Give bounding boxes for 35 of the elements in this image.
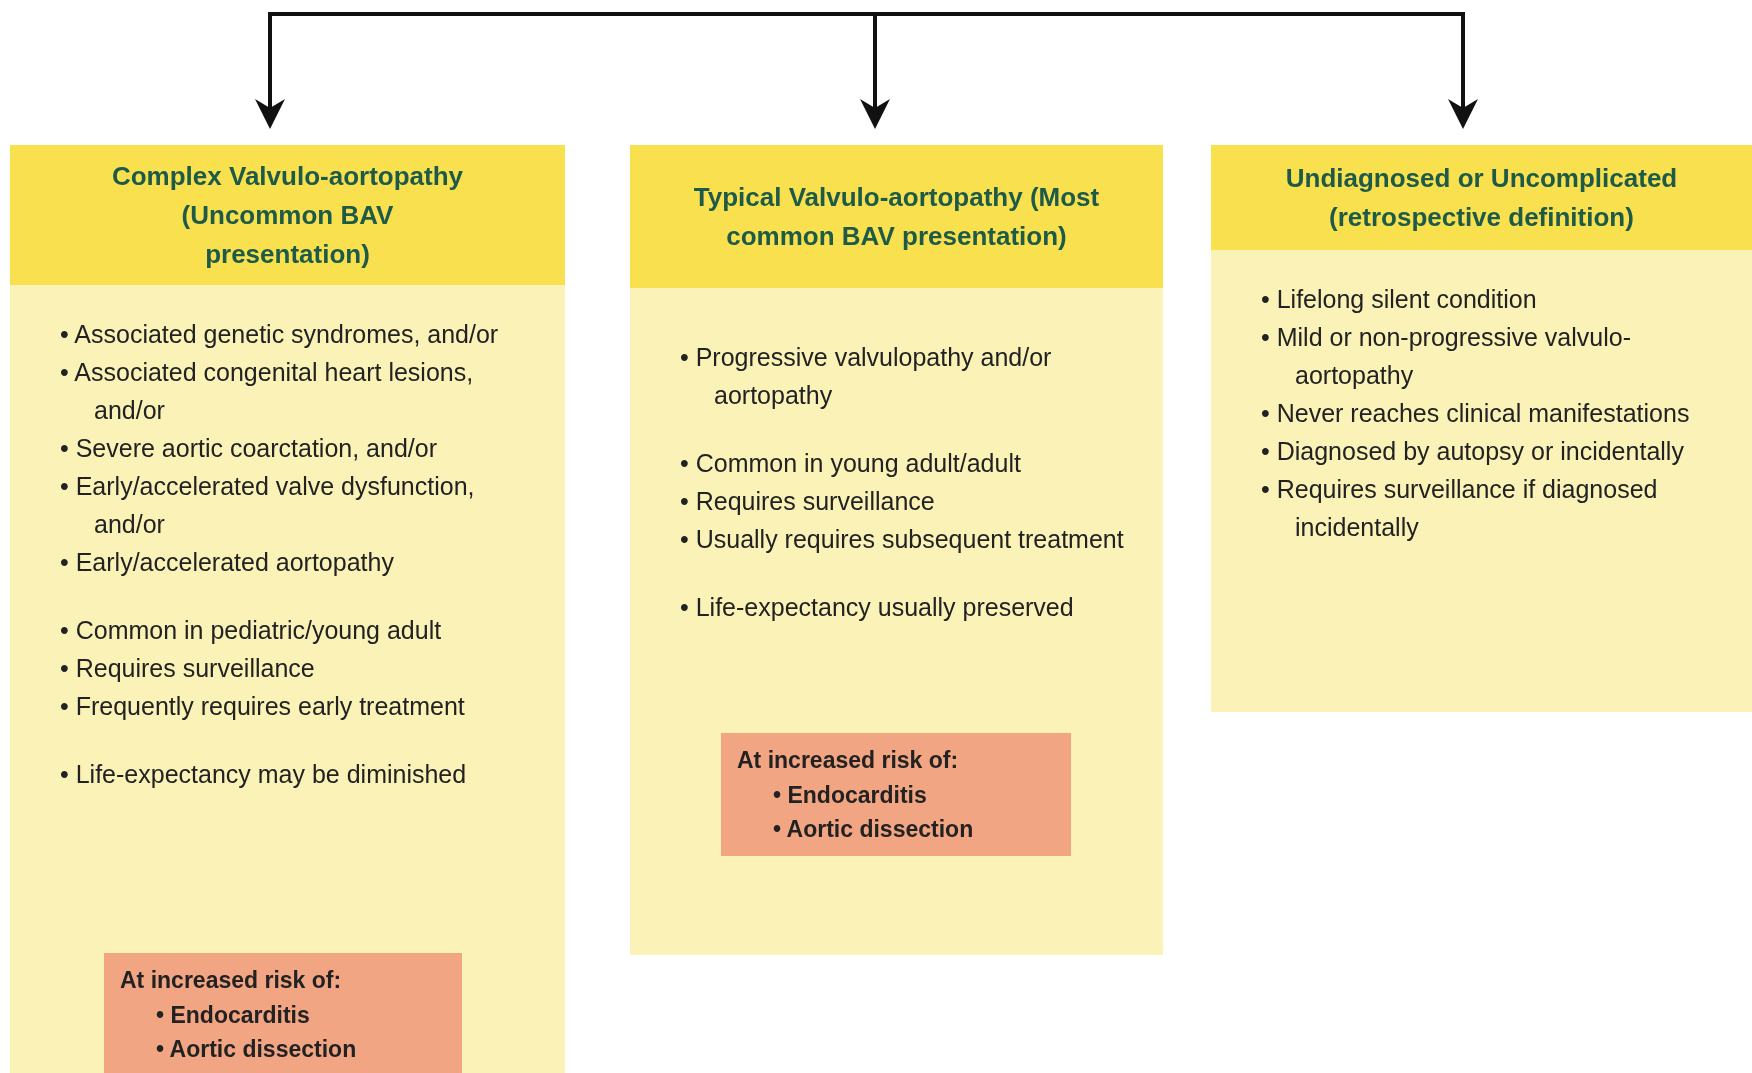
risk-box (721, 733, 1071, 856)
column-heading: Undiagnosed or Uncomplicated (retrospective definition) (1284, 161, 1679, 234)
bullet-item: • Aortic dissection (773, 815, 975, 844)
bullet-item: • Common in young adult/adult (680, 448, 1022, 479)
arrow (875, 12, 1478, 129)
column-heading: Complex Valvulo-aortopathy (Uncommon BAV presentation) (110, 159, 465, 271)
column-heading: Typical Valvulo-aortopathy (Most common BAV presentation) (692, 180, 1101, 253)
bullet-item: • Early/accelerated aortopathy (60, 547, 395, 578)
arrow (255, 12, 875, 129)
bullet-item: • Early/accelerated valve dysfunction, and/or (60, 471, 476, 540)
bullet-item: • Frequently requires early treatment (60, 691, 466, 722)
bullet-item: • Endocarditis (156, 1001, 311, 1030)
bullet-item: • Progressive valvulopathy and/or aortopathy (680, 342, 1053, 411)
bullet-item: • Associated genetic syndromes, and/or (60, 319, 500, 350)
bullet-item: • Aortic dissection (156, 1035, 358, 1064)
risk-heading: At increased risk of: (737, 746, 960, 775)
bullet-item: • Usually requires subsequent treatment (680, 524, 1125, 555)
bullet-item: • Endocarditis (773, 781, 928, 810)
bullet-item: • Associated congenital heart lesions, and/or (60, 357, 475, 426)
category-panel (630, 145, 1163, 955)
category-panel (10, 145, 565, 1073)
bullet-item: • Requires surveillance (680, 486, 936, 517)
bullet-item: • Severe aortic coarctation, and/or (60, 433, 438, 464)
bullet-item: • Diagnosed by autopsy or incidentally (1261, 436, 1685, 467)
risk-box (104, 953, 462, 1073)
bullet-item: • Life-expectancy usually preserved (680, 592, 1075, 623)
bullet-item: • Never reaches clinical manifestations (1261, 398, 1691, 429)
bullet-item: • Mild or non-progressive valvulo-aortopathy (1261, 322, 1632, 391)
bullet-item: • Requires surveillance (60, 653, 316, 684)
category-panel (1211, 145, 1752, 712)
bullet-item: • Common in pediatric/young adult (60, 615, 443, 646)
bullet-item: • Life-expectancy may be diminished (60, 759, 468, 790)
risk-heading: At increased risk of: (120, 966, 343, 995)
bullet-item: • Lifelong silent condition (1261, 284, 1538, 315)
bullet-item: • Requires surveillance if diagnosed incidentally (1261, 474, 1659, 543)
